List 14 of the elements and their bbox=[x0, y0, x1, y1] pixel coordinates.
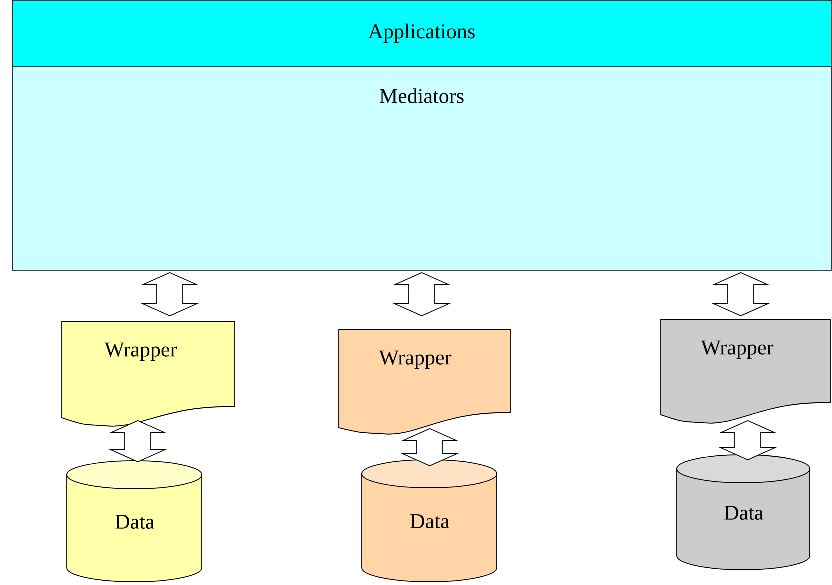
data-cylinder: Data bbox=[362, 460, 498, 582]
applications-band: Applications bbox=[12, 0, 832, 67]
double-arrow bbox=[718, 420, 778, 460]
mediators-panel: Mediators bbox=[12, 66, 832, 271]
double-arrow bbox=[108, 420, 168, 462]
wrapper-document: Wrapper bbox=[62, 322, 236, 427]
double-arrow bbox=[140, 272, 200, 316]
data-cylinder: Data bbox=[676, 454, 810, 570]
wrapper-document: Wrapper bbox=[660, 320, 832, 424]
data-cylinder: Data bbox=[66, 460, 202, 582]
double-arrow bbox=[712, 272, 770, 316]
wrapper-document: Wrapper bbox=[338, 330, 512, 435]
double-arrow bbox=[392, 272, 452, 316]
double-arrow bbox=[400, 428, 460, 466]
